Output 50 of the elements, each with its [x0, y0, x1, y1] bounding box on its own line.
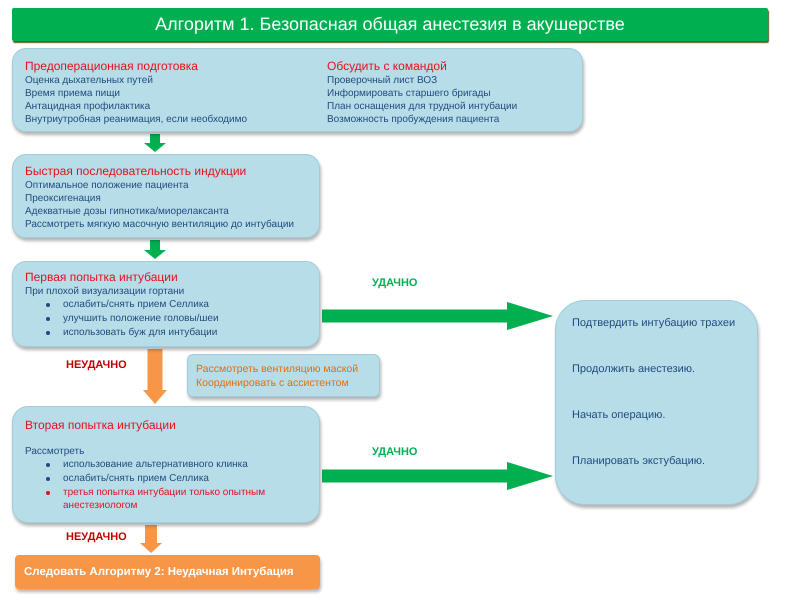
list-item: ослабить/снять прием Селлика [63, 472, 209, 486]
list-item: третья попытка интубации только опытным анестезиологом [63, 486, 266, 512]
edge-label: НЕУДАЧНО [64, 359, 129, 372]
box-text: Оценка дыхательных путей [25, 74, 154, 87]
box-text: Антацидная профилактика [25, 100, 152, 113]
box-text: Рассмотреть вентиляцию маской [196, 362, 360, 376]
outcome-box [555, 300, 758, 505]
process-box [12, 154, 320, 238]
box-text: Начать операцию. [572, 408, 666, 422]
box-text: Возможность пробуждения пациента [327, 113, 500, 126]
diagram-title: Алгоритм 1. Безопасная общая анестезия в акушерстве [155, 14, 625, 35]
box-heading: Вторая попытка интубации [25, 418, 177, 433]
box-text: Проверочный лист ВОЗ [327, 74, 438, 87]
box-text: Преоксигенация [25, 192, 102, 205]
box-text: Подтвердить интубацию трахеи [572, 316, 736, 330]
box-text: Следовать Алгоритму 2: Неудачная Интубация [24, 565, 294, 579]
box-text: Рассмотреть [25, 445, 86, 458]
process-box [12, 261, 320, 347]
process-box [12, 406, 320, 523]
edge-label: НЕУДАЧНО [64, 531, 129, 544]
edge-label: УДАЧНО [370, 446, 420, 459]
box-text: Оптимальное положение пациента [25, 179, 190, 192]
list-item: использовать буж для интубации [63, 326, 218, 340]
note-box [187, 354, 380, 397]
list-item: использование альтернативного клинка [63, 458, 248, 472]
block-arrow [140, 525, 162, 553]
edge-label: УДАЧНО [370, 277, 420, 290]
box-heading: Первая попытка интубации [25, 270, 179, 285]
block-arrow [143, 349, 167, 404]
box-heading: Обсудить с командой [327, 59, 448, 74]
box-heading: Быстрая последовательность индукции [25, 164, 248, 179]
list-item: улучшить положение головы/шеи [63, 312, 219, 326]
list-item: ослабить/снять прием Селлика [63, 298, 209, 312]
block-arrow [144, 134, 166, 152]
box-text: Адекватные дозы гипнотика/миорелаксанта [25, 205, 230, 218]
box-text: Продолжить анестезию. [572, 362, 696, 376]
box-text: Внутриутробная реанимация, если необходимо [25, 113, 248, 126]
action-box [15, 555, 320, 589]
box-text: Координировать с ассистентом [196, 376, 350, 390]
block-arrow [144, 240, 166, 259]
block-arrow [322, 302, 553, 330]
box-text: Информировать старшего бригады [327, 87, 492, 100]
process-box [12, 48, 583, 132]
box-text: План оснащения для трудной интубации [327, 100, 518, 113]
box-heading: Предоперационная подготовка [25, 59, 199, 74]
box-text: Рассмотреть мягкую масочную вентиляцию до интубации [25, 218, 295, 231]
block-arrow [322, 462, 553, 490]
box-text: Планировать экстубацию. [572, 454, 706, 468]
box-text: При плохой визуализации гортани [25, 285, 186, 298]
box-text: Время приема пищи [25, 87, 122, 100]
